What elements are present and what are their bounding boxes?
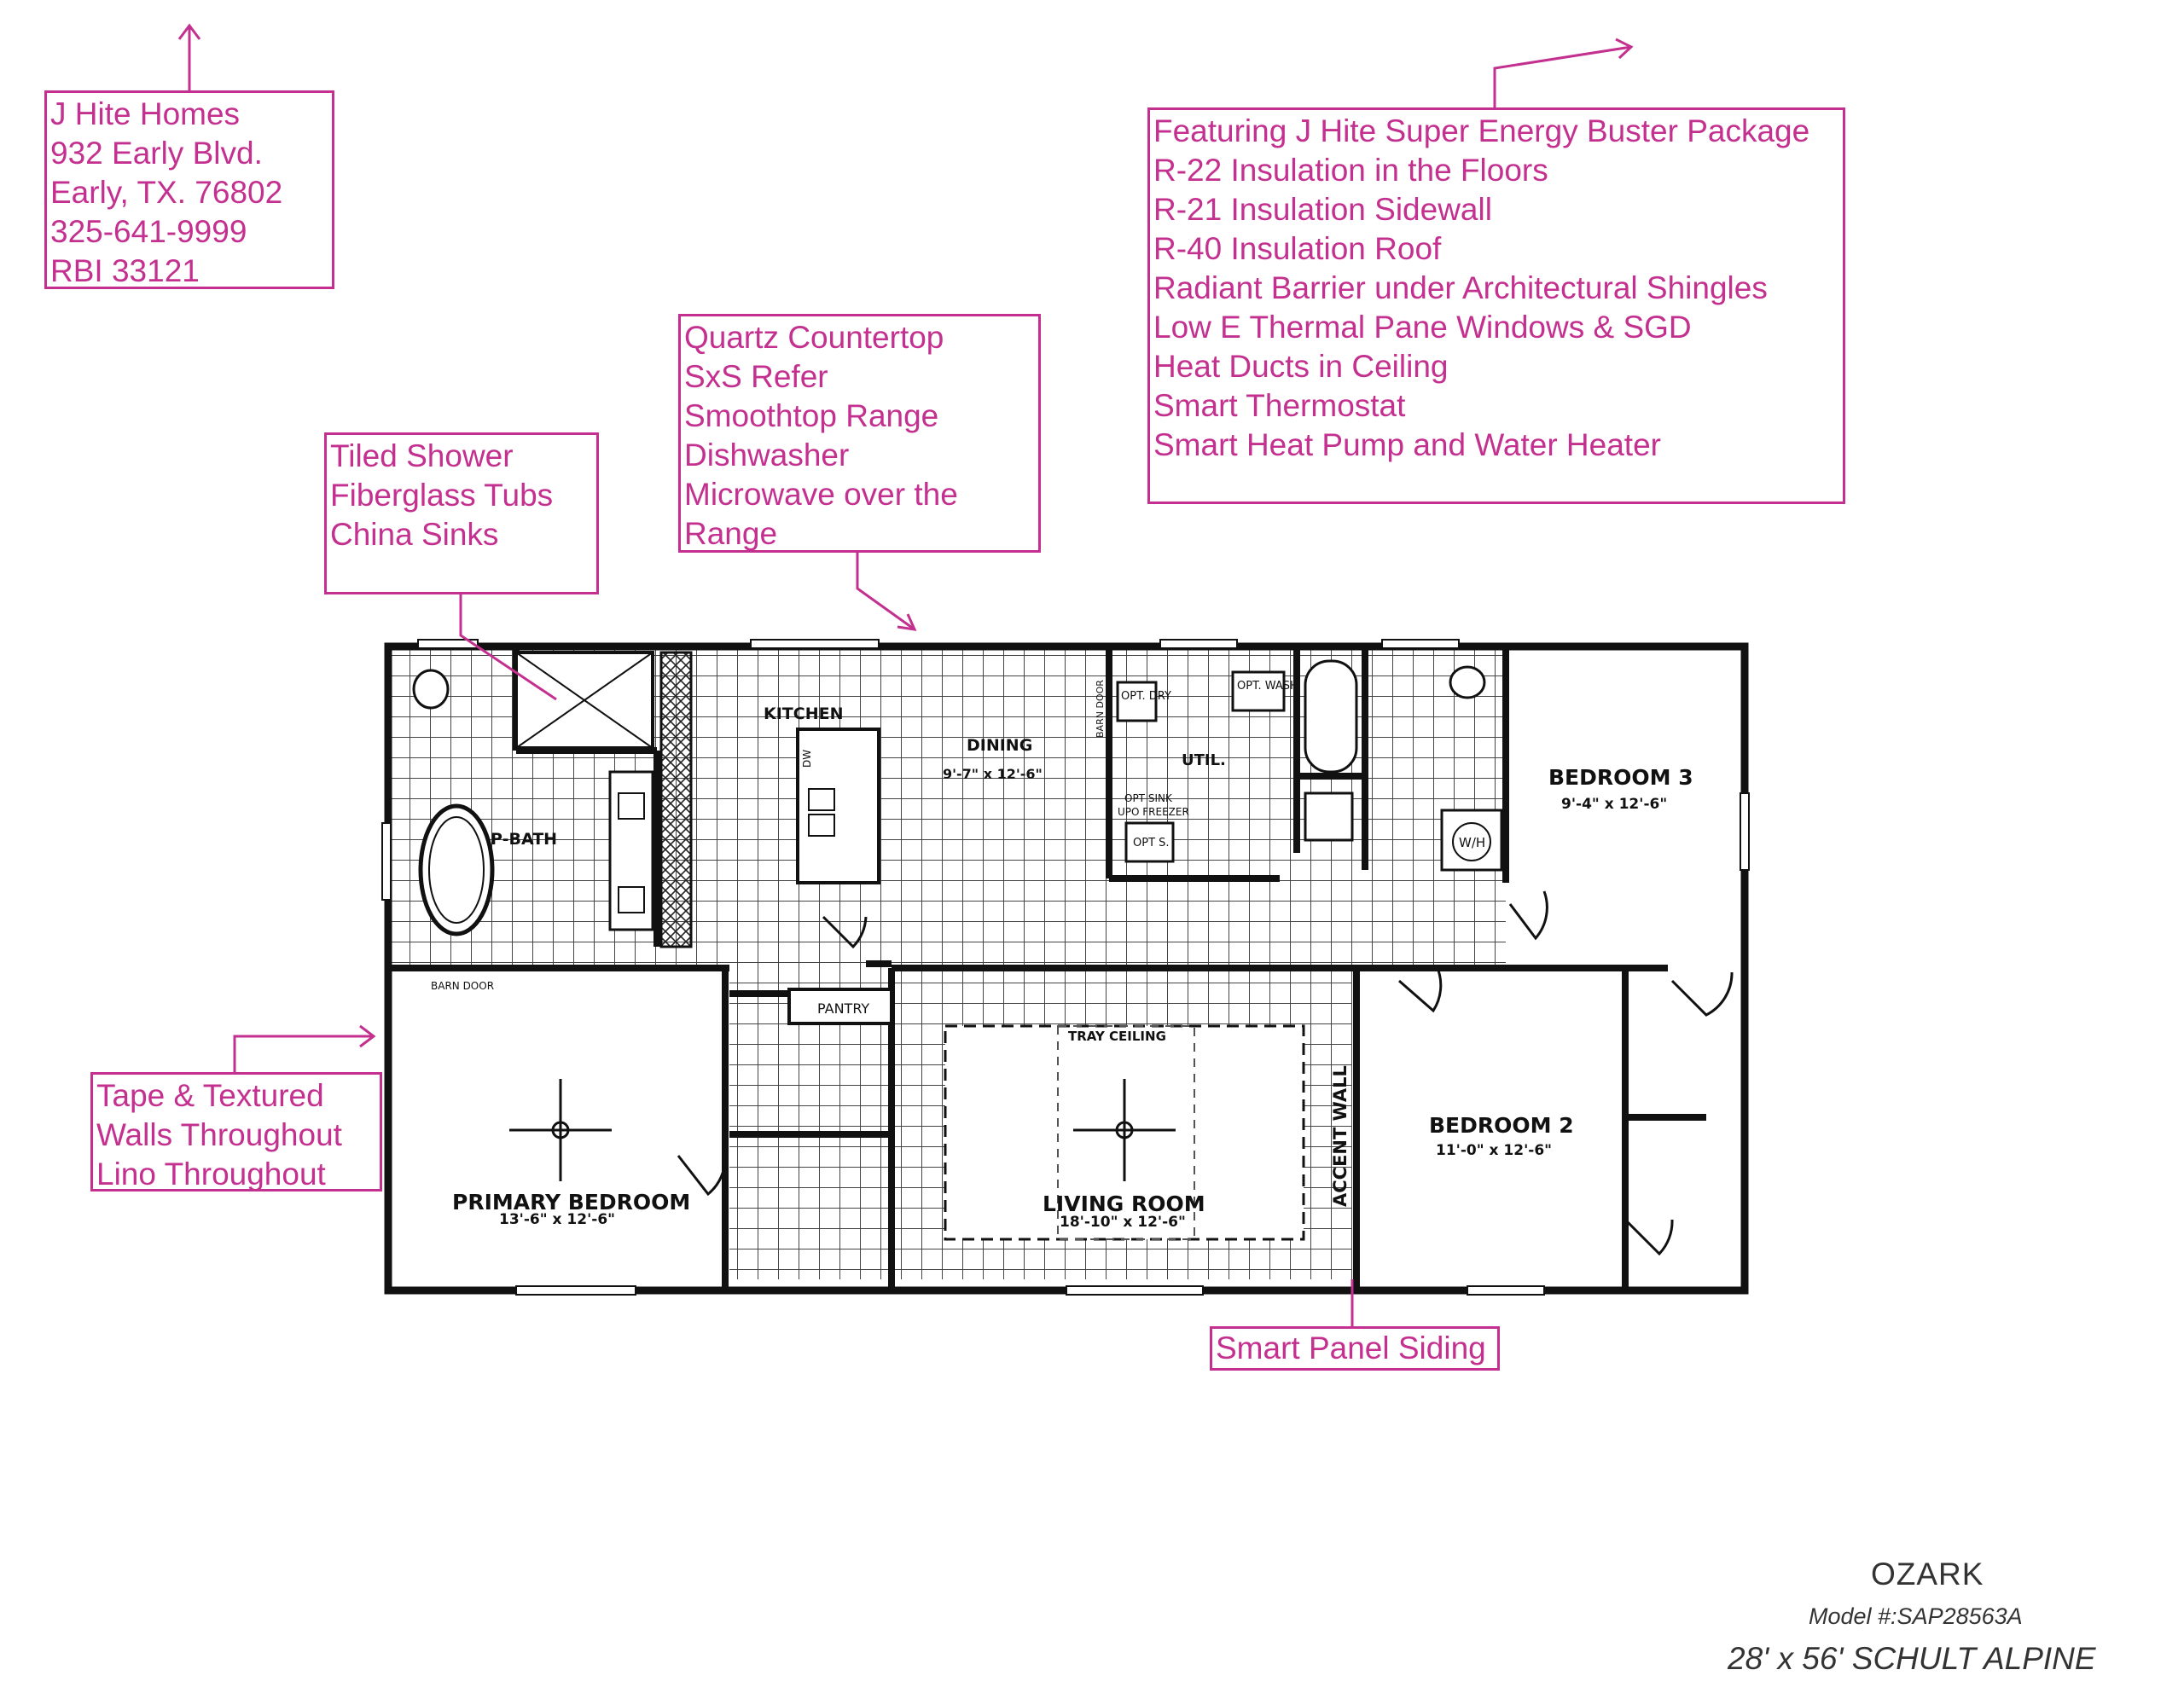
walls-line-3: Lino Throughout <box>96 1157 326 1191</box>
ceiling-fan-living <box>1073 1079 1176 1181</box>
toilet-bath2 <box>1449 665 1486 699</box>
refrigerator-column <box>659 651 693 948</box>
energy-line-6: Low E Thermal Pane Windows & SGD <box>1153 310 1692 345</box>
label-bedroom3-dim: 9'-4" x 12'-6" <box>1561 796 1667 813</box>
bath-callout: Tiled Shower Fiberglass Tubs China Sinks <box>324 432 599 594</box>
label-opt-s: OPT S. <box>1133 837 1170 849</box>
label-living-dim: 18'-10" x 12'-6" <box>1060 1214 1186 1231</box>
windows <box>381 639 1750 1296</box>
opt-washer-box <box>1231 670 1286 712</box>
dealer-line-3: Early, TX. 76802 <box>50 175 283 210</box>
util-sink <box>1124 821 1175 863</box>
label-bedroom2: BEDROOM 2 <box>1429 1113 1574 1138</box>
dealer-line-2: 932 Early Blvd. <box>50 136 263 171</box>
label-bedroom2-dim: 11'-0" x 12'-6" <box>1436 1142 1552 1159</box>
opt-dryer-box <box>1116 681 1158 722</box>
energy-callout: Featuring J Hite Super Energy Buster Pac… <box>1147 107 1845 504</box>
energy-line-8: Smart Thermostat <box>1153 388 1406 423</box>
doors <box>677 890 1734 1256</box>
label-pbath: P-BATH <box>491 830 557 849</box>
label-barn-door-bath: BARN DOOR <box>431 980 494 992</box>
energy-line-5: Radiant Barrier under Architectural Shin… <box>1153 270 1768 305</box>
model-number: Model #:SAP28563A <box>1809 1603 2023 1629</box>
label-barn-door-top: BARN DOOR <box>1095 680 1106 738</box>
energy-line-2: R-22 Insulation in the Floors <box>1153 153 1548 188</box>
tray-ceiling-inner <box>1057 1025 1195 1240</box>
tub-bath2 <box>1304 659 1358 774</box>
label-bedroom3: BEDROOM 3 <box>1548 765 1693 790</box>
label-upo-freezer: UPO FREEZER <box>1118 806 1189 818</box>
energy-line-7: Heat Ducts in Ceiling <box>1153 349 1449 384</box>
label-opt-wash: OPT. WASH <box>1237 680 1298 693</box>
kitchen-line-1: Quartz Countertop <box>684 320 944 355</box>
label-opt-dry: OPT. DRY <box>1121 690 1171 703</box>
model-size: 28' x 56' SCHULT ALPINE <box>1728 1641 2096 1676</box>
label-dining: DINING <box>967 736 1032 755</box>
energy-line-1: Featuring J Hite Super Energy Buster Pac… <box>1153 113 1810 148</box>
label-opt-sink: OPT SINK <box>1124 792 1173 804</box>
label-primary-dim: 13'-6" x 12'-6" <box>499 1211 615 1228</box>
kitchen-line-6: Range <box>684 516 778 551</box>
label-wh: W/H <box>1459 835 1485 850</box>
bath-line-3: China Sinks <box>330 517 499 552</box>
label-dining-dim: 9'-7" x 12'-6" <box>943 766 1043 782</box>
label-pantry: PANTRY <box>817 1000 869 1017</box>
siding-callout: Smart Panel Siding <box>1210 1326 1500 1371</box>
toilet-pbath <box>412 669 450 710</box>
label-living: LIVING ROOM <box>1043 1191 1205 1216</box>
kitchen-line-3: Smoothtop Range <box>684 398 939 433</box>
label-accent: ACCENT WALL <box>1330 1065 1350 1207</box>
label-dw: DW <box>801 750 813 768</box>
label-kitchen: KITCHEN <box>764 704 843 723</box>
energy-line-4: R-40 Insulation Roof <box>1153 231 1442 266</box>
dealer-line-4: 325-641-9999 <box>50 214 247 249</box>
kitchen-callout: Quartz Countertop SxS Refer Smoothtop Ra… <box>678 314 1041 553</box>
label-tray: TRAY CEILING <box>1068 1029 1166 1044</box>
kitchen-line-4: Dishwasher <box>684 438 850 473</box>
kitchen-line-2: SxS Refer <box>684 359 828 394</box>
oval-tub <box>418 803 495 936</box>
bath-line-1: Tiled Shower <box>330 438 514 473</box>
label-util: UTIL. <box>1182 751 1226 769</box>
pantry-box <box>787 988 893 1025</box>
kitchen-line-5: Microwave over the <box>684 477 958 512</box>
bath-line-2: Fiberglass Tubs <box>330 478 554 513</box>
callout-arrows <box>177 23 1634 1326</box>
dealer-line-1: J Hite Homes <box>50 96 241 131</box>
walls-line-2: Walls Throughout <box>96 1117 342 1152</box>
energy-line-3: R-21 Insulation Sidewall <box>1153 192 1492 227</box>
dealer-callout: J Hite Homes 932 Early Blvd. Early, TX. … <box>44 90 334 289</box>
dealer-line-5: RBI 33121 <box>50 253 200 288</box>
walls-line-1: Tape & Textured <box>96 1078 324 1113</box>
energy-line-9: Smart Heat Pump and Water Heater <box>1153 427 1661 462</box>
furnace <box>1304 791 1354 842</box>
label-primary: PRIMARY BEDROOM <box>452 1190 690 1215</box>
walls-callout: Tape & Textured Walls Throughout Lino Th… <box>90 1072 382 1191</box>
model-name: OZARK <box>1871 1557 1984 1592</box>
ceiling-fan-primary <box>509 1079 612 1181</box>
siding-line-1: Smart Panel Siding <box>1216 1331 1486 1365</box>
